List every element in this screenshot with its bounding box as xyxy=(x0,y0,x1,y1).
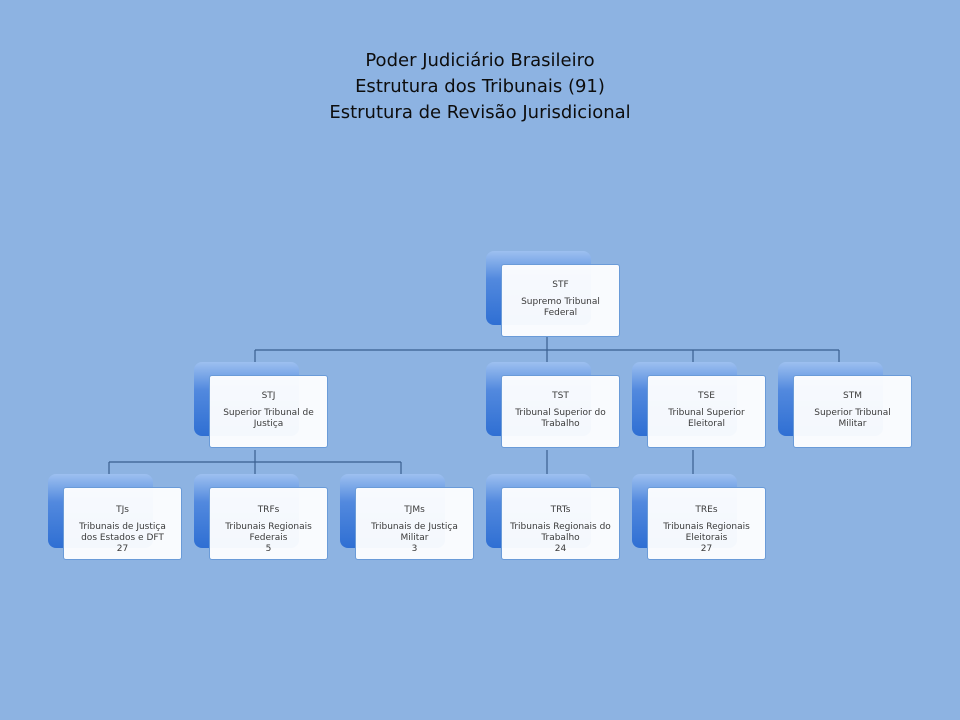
node-card: TRFs Tribunais Regionais Federais 5 xyxy=(209,487,328,560)
node-card: STF Supremo Tribunal Federal xyxy=(501,264,620,337)
node-trts: TRTs Tribunais Regionais do Trabalho 24 xyxy=(486,474,620,560)
node-name: Tribunal Superior Eleitoral xyxy=(668,408,745,429)
node-count: 27 xyxy=(700,544,713,554)
node-count: 3 xyxy=(411,544,418,554)
node-abbr: TREs xyxy=(695,505,718,515)
node-card: TJs Tribunais de Justiça dos Estados e D… xyxy=(63,487,182,560)
node-name: Supremo Tribunal Federal xyxy=(521,297,600,318)
node-card: TJMs Tribunais de Justiça Militar 3 xyxy=(355,487,474,560)
node-stf: STF Supremo Tribunal Federal xyxy=(486,251,620,337)
node-stj: STJ Superior Tribunal de Justiça xyxy=(194,362,328,448)
node-abbr: STF xyxy=(552,280,569,290)
node-trfs: TRFs Tribunais Regionais Federais 5 xyxy=(194,474,328,560)
node-name: Superior Tribunal de Justiça xyxy=(223,408,314,429)
node-count: 27 xyxy=(116,544,129,554)
node-tse: TSE Tribunal Superior Eleitoral xyxy=(632,362,766,448)
node-card: TREs Tribunais Regionais Eleitorais 27 xyxy=(647,487,766,560)
node-name: Tribunais Regionais Federais xyxy=(225,522,312,543)
connector-stj-children xyxy=(108,450,402,474)
title-line-1: Poder Judiciário Brasileiro xyxy=(365,50,595,71)
node-abbr: TRTs xyxy=(550,505,571,515)
node-card: STJ Superior Tribunal de Justiça xyxy=(209,375,328,448)
title-line-3: Estrutura de Revisão Jurisdicional xyxy=(329,102,631,123)
node-tst: TST Tribunal Superior do Trabalho xyxy=(486,362,620,448)
node-card: TST Tribunal Superior do Trabalho xyxy=(501,375,620,448)
node-stm: STM Superior Tribunal Militar xyxy=(778,362,912,448)
node-abbr: TJs xyxy=(116,505,129,515)
node-tjs: TJs Tribunais de Justiça dos Estados e D… xyxy=(48,474,182,560)
node-card: TSE Tribunal Superior Eleitoral xyxy=(647,375,766,448)
node-abbr: TST xyxy=(552,391,569,401)
node-abbr: STM xyxy=(843,391,862,401)
node-name: Tribunais de Justiça Militar xyxy=(371,522,458,543)
node-name: Tribunal Superior do Trabalho xyxy=(515,408,606,429)
node-name: Tribunais Regionais Eleitorais xyxy=(663,522,750,543)
node-abbr: TJMs xyxy=(404,505,425,515)
node-name: Tribunais de Justiça dos Estados e DFT xyxy=(79,522,166,543)
node-tjms: TJMs Tribunais de Justiça Militar 3 xyxy=(340,474,474,560)
node-name: Superior Tribunal Militar xyxy=(814,408,891,429)
node-name: Tribunais Regionais do Trabalho xyxy=(510,522,611,543)
node-tres: TREs Tribunais Regionais Eleitorais 27 xyxy=(632,474,766,560)
node-card: TRTs Tribunais Regionais do Trabalho 24 xyxy=(501,487,620,560)
slide-title: Poder Judiciário Brasileiro Estrutura do… xyxy=(0,48,960,126)
title-line-2: Estrutura dos Tribunais (91) xyxy=(355,76,605,97)
node-count: 24 xyxy=(554,544,567,554)
node-abbr: STJ xyxy=(261,391,276,401)
connector-stf-children xyxy=(254,336,840,362)
node-card: STM Superior Tribunal Militar xyxy=(793,375,912,448)
node-abbr: TRFs xyxy=(257,505,280,515)
node-count: 5 xyxy=(265,544,272,554)
node-abbr: TSE xyxy=(698,391,715,401)
